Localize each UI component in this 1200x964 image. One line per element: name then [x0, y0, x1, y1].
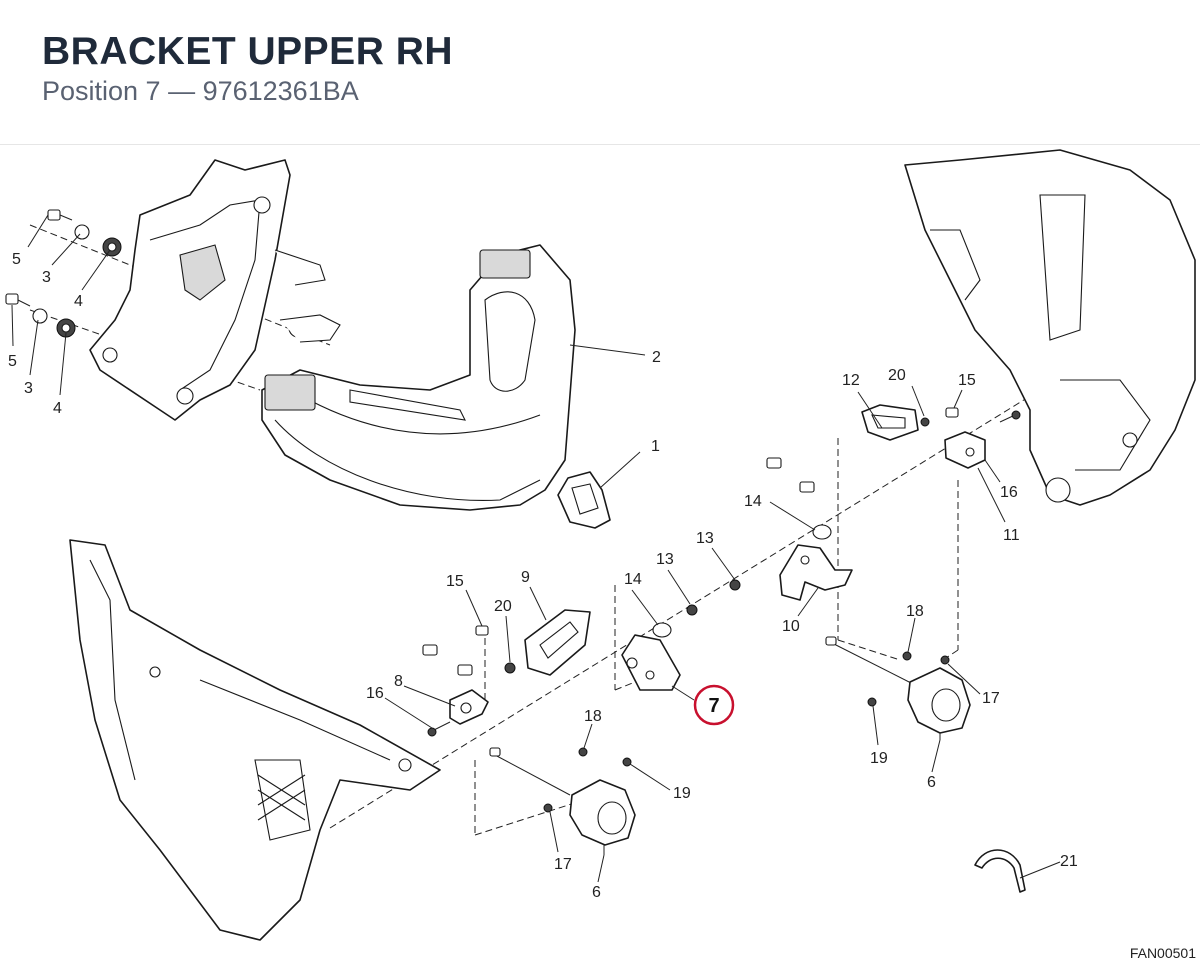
fastener-15-right	[945, 407, 959, 418]
headlight-cover	[557, 471, 611, 529]
fairing-lower-left	[69, 539, 441, 941]
spacer-14-left	[652, 622, 672, 638]
clamp-21	[974, 849, 1026, 893]
bracket-8	[449, 689, 489, 725]
fastener-16-left	[427, 721, 451, 737]
callout-13: 13	[696, 530, 714, 547]
callout-1: 1	[651, 438, 660, 455]
callout-4: 4	[74, 293, 83, 310]
page-title: BRACKET UPPER RH	[42, 30, 454, 73]
screw-13-right	[729, 579, 741, 591]
header: BRACKET UPPER RH Position 7 — 97612361BA	[0, 0, 1200, 145]
callout-18: 18	[906, 603, 924, 620]
fastener-20-left	[504, 662, 516, 674]
diagram-code: FAN00501	[1130, 945, 1196, 961]
callout-15: 15	[958, 372, 976, 389]
callout-9: 9	[521, 569, 530, 586]
callout-3: 3	[42, 269, 51, 286]
callout-17: 17	[554, 856, 572, 873]
fastener-set-lower	[5, 293, 76, 338]
connector-left	[422, 644, 473, 676]
spacer-14-right	[812, 524, 832, 540]
fasteners-lower-light	[543, 747, 632, 813]
callout-4: 4	[53, 400, 62, 417]
callout-3: 3	[24, 380, 33, 397]
callout-20: 20	[494, 598, 512, 615]
callout-18: 18	[584, 708, 602, 725]
bracket-10	[779, 544, 853, 601]
highlight-callout-7[interactable]: 7	[693, 684, 735, 726]
callout-13: 13	[656, 551, 674, 568]
bracket-11	[944, 431, 986, 469]
callout-19: 19	[673, 785, 691, 802]
bracket-9	[524, 609, 591, 676]
callout-6: 6	[592, 884, 601, 901]
highlight-ring	[693, 684, 735, 726]
callout-2: 2	[652, 349, 661, 366]
leader-lines	[11, 214, 1061, 883]
callout-21: 21	[1060, 853, 1078, 870]
callout-14: 14	[624, 571, 642, 588]
callout-14: 14	[744, 493, 762, 510]
callout-5: 5	[12, 251, 21, 268]
callout-17: 17	[982, 690, 1000, 707]
screw-13-left	[686, 604, 698, 616]
fastener-16-right	[999, 410, 1021, 423]
callout-16: 16	[366, 685, 384, 702]
callout-6: 6	[927, 774, 936, 791]
callout-12: 12	[842, 372, 860, 389]
callout-8: 8	[394, 673, 403, 690]
fog-light-lower	[489, 747, 636, 855]
callout-11: 11	[1003, 527, 1020, 544]
connector-right	[766, 457, 815, 493]
callout-15: 15	[446, 573, 464, 590]
callout-labels: 5 3 4 5 3 4 2 1 12 20 15 16 11 14 13 10 …	[8, 251, 1078, 901]
fairing-upper-right	[904, 149, 1196, 506]
callout-19: 19	[870, 750, 888, 767]
bracket-upper-rh-part-7	[621, 634, 681, 691]
frame-upper-left	[89, 159, 341, 421]
callout-5: 5	[8, 353, 17, 370]
fasteners-upper-light	[867, 651, 950, 707]
headlight-unit	[261, 244, 576, 511]
callout-16: 16	[1000, 484, 1018, 501]
callout-10: 10	[782, 618, 800, 635]
page-subtitle: Position 7 — 97612361BA	[42, 76, 359, 106]
fastener-15-left	[475, 625, 489, 636]
fastener-set-upper	[47, 209, 122, 257]
bracket-12	[861, 404, 919, 441]
highlight-label: 7	[708, 695, 719, 717]
fog-light-upper	[825, 636, 971, 740]
callout-20: 20	[888, 367, 906, 384]
fastener-20-right	[920, 417, 930, 427]
